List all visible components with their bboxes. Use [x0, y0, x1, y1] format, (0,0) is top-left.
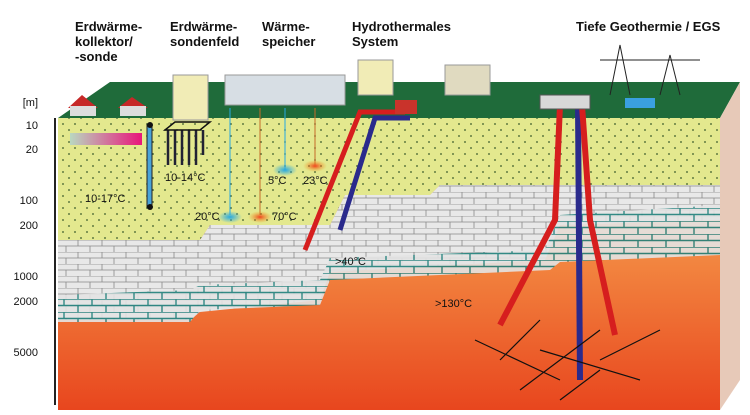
surface-buildings — [68, 44, 700, 121]
hydrothermal-wells — [302, 100, 417, 251]
title-deep-geothermal: Tiefe Geothermie / EGS — [576, 19, 721, 34]
sediment-layer — [58, 118, 720, 240]
depth-tick: 10 — [25, 120, 38, 132]
teal-limestone-layer — [58, 205, 720, 322]
egs-wells — [474, 94, 661, 401]
title-probe-field: Erdwärme- sondenfeld — [170, 19, 240, 49]
right-face — [720, 82, 740, 410]
heat-storage — [218, 108, 327, 223]
collector-system — [70, 122, 153, 210]
depth-tick: 1000 — [13, 271, 38, 283]
temp-deep: >130°C — [435, 298, 473, 310]
depth-tick: 200 — [19, 220, 38, 232]
temp-storage-warm-shallow: 23°C — [303, 175, 328, 187]
title-collector: Erdwärme- kollektor/ -sonde — [75, 19, 143, 64]
temp-storage-cold-shallow: 5°C — [268, 175, 287, 187]
depth-tick: 100 — [19, 195, 38, 207]
temp-storage-warm-deep: 70°C — [272, 211, 297, 223]
ground-collector — [70, 133, 142, 145]
temp-storage-cold-deep: 20°C — [195, 211, 220, 223]
probe-field — [162, 121, 213, 165]
borehole-probe — [146, 124, 153, 208]
ground-block — [54, 82, 740, 410]
depth-tick: 20 — [25, 144, 38, 156]
depth-unit: [m] — [22, 97, 38, 109]
title-storage: Wärme- speicher — [262, 19, 316, 49]
temp-hydrothermal: >40°C — [335, 256, 367, 268]
temp-collector: 10-17°C — [85, 193, 126, 205]
title-hydrothermal: Hydrothermales System — [352, 19, 451, 49]
temp-probe-field: 10-14°C — [165, 172, 206, 184]
depth-tick: 2000 — [13, 296, 38, 308]
depth-tick: 5000 — [13, 347, 38, 359]
